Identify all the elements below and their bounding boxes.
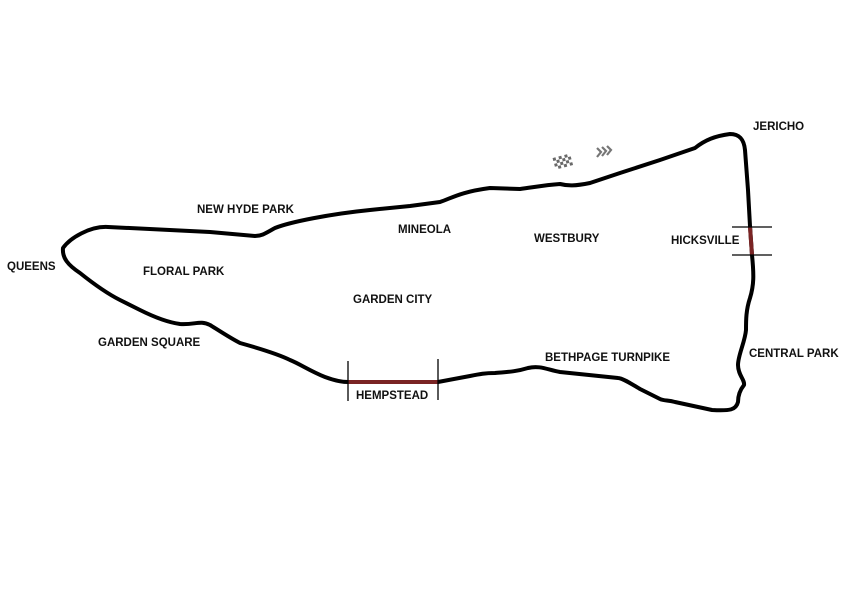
- label-mineola: MINEOLA: [398, 224, 452, 236]
- direction-chevrons-icon: [596, 145, 613, 158]
- label-hicksville: HICKSVILLE: [671, 235, 740, 247]
- label-westbury: WESTBURY: [534, 233, 600, 245]
- track-outline: [60, 132, 756, 413]
- label-queens: QUEENS: [7, 261, 56, 273]
- label-central-park: CENTRAL PARK: [749, 348, 839, 360]
- label-garden-square: GARDEN SQUARE: [98, 337, 201, 349]
- checkered-flag-icon: [552, 154, 574, 169]
- hicksville-sector-highlight: [748, 226, 754, 256]
- label-new-hyde-park: NEW HYDE PARK: [197, 204, 294, 216]
- label-bethpage-turnpike: BETHPAGE TURNPIKE: [545, 352, 671, 364]
- label-floral-park: FLORAL PARK: [143, 266, 225, 278]
- label-garden-city: GARDEN CITY: [353, 294, 433, 306]
- label-jericho: JERICHO: [753, 121, 805, 133]
- label-hempstead: HEMPSTEAD: [356, 390, 429, 402]
